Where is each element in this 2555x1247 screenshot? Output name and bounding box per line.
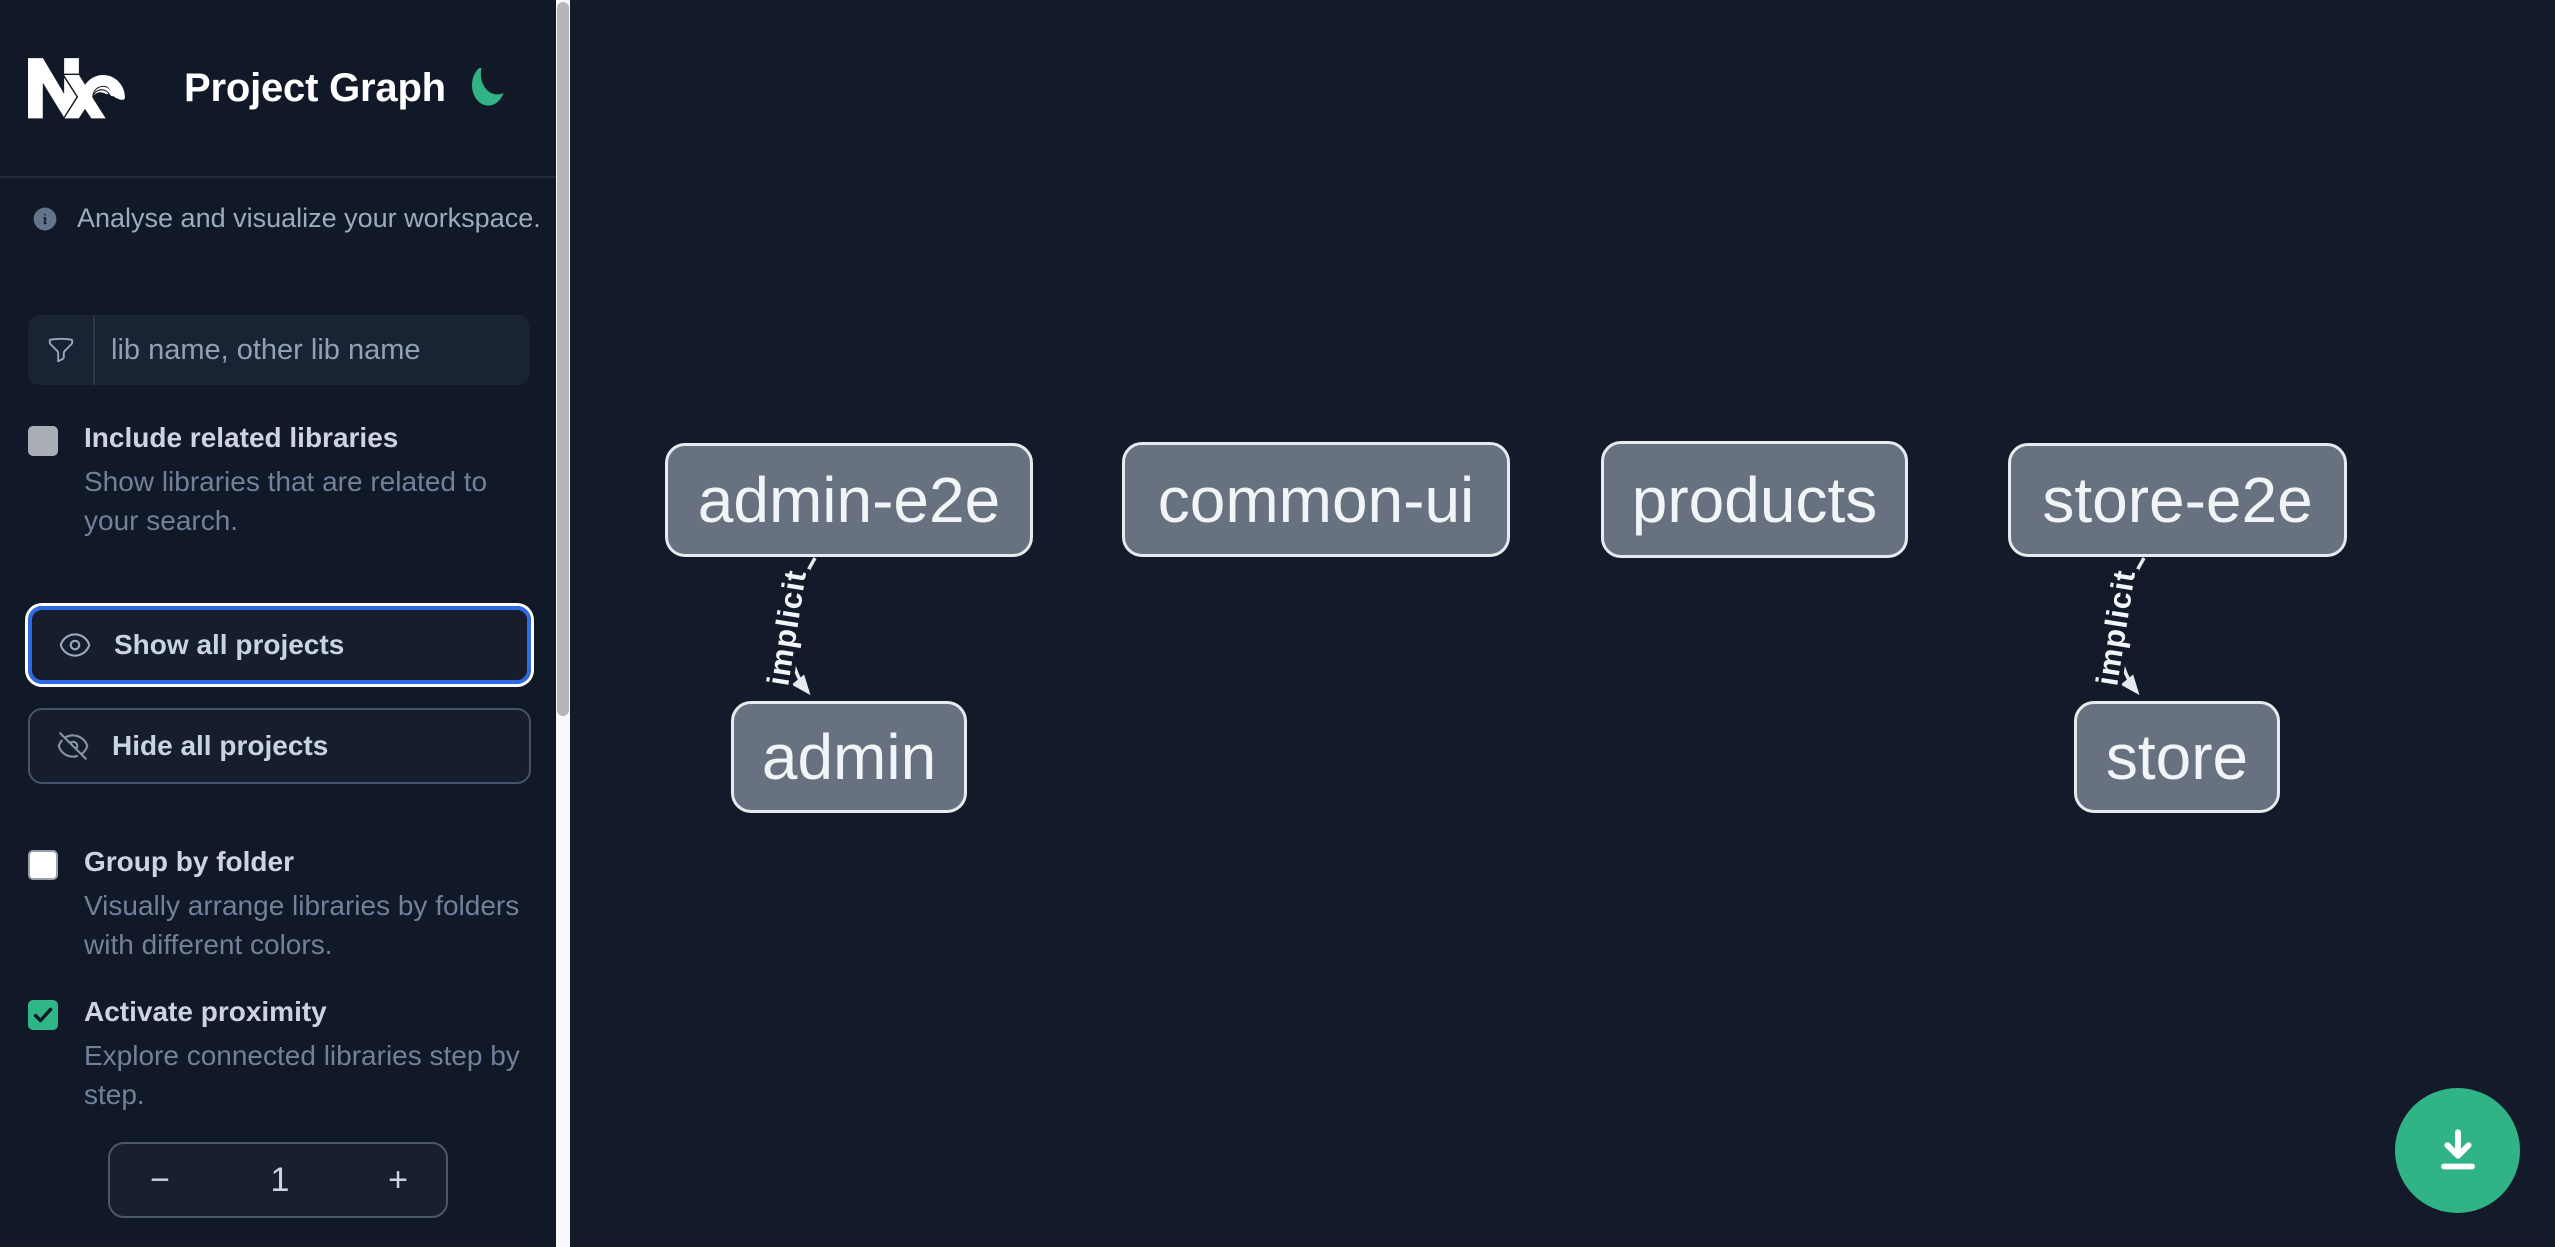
graph-node-common-ui[interactable]: common-ui xyxy=(1122,442,1510,557)
download-icon xyxy=(2440,1128,2475,1169)
page-title: Project Graph xyxy=(184,66,446,110)
include-related-label: Include related libraries xyxy=(84,422,399,453)
workspace-tagline: Analyse and visualize your workspace. xyxy=(31,203,541,234)
edge-label-implicit: implicit xyxy=(760,567,813,688)
graph-node-label: products xyxy=(1631,463,1878,536)
sidebar-header: Project Graph xyxy=(0,0,556,178)
activate-proximity-checkbox[interactable] xyxy=(28,1000,58,1030)
graph-node-admin-e2e[interactable]: admin-e2e xyxy=(665,443,1033,557)
include-related-checkbox[interactable] xyxy=(28,426,58,456)
tagline-text: Analyse and visualize your workspace. xyxy=(77,203,541,233)
proximity-decrement-button[interactable]: − xyxy=(110,1144,210,1216)
show-all-projects-label: Show all projects xyxy=(114,629,345,660)
graph-node-admin[interactable]: admin xyxy=(731,701,967,813)
eye-slash-icon xyxy=(57,732,89,760)
graph-node-label: admin-e2e xyxy=(697,464,1001,536)
sidebar: Project Graph Analyse and visualize your… xyxy=(0,0,556,1247)
library-filter-input[interactable] xyxy=(95,315,530,385)
proximity-depth-stepper: − 1 + xyxy=(108,1142,448,1218)
graph-node-label: common-ui xyxy=(1157,463,1475,536)
sidebar-scrollbar-track xyxy=(556,0,570,1247)
graph-node-label: admin xyxy=(761,721,937,793)
graph-node-products[interactable]: products xyxy=(1601,441,1908,558)
show-all-projects-button[interactable]: Show all projects xyxy=(28,606,531,684)
eye-icon xyxy=(59,633,91,657)
graph-node-label: store-e2e xyxy=(2042,464,2313,536)
check-icon xyxy=(33,1007,53,1023)
nx-logo xyxy=(28,58,125,119)
hide-all-projects-button[interactable]: Hide all projects xyxy=(28,708,531,784)
edge-admin-e2e-to-admin[interactable]: implicit xyxy=(756,557,818,696)
edge-store-e2e-to-store[interactable]: implicit xyxy=(2085,557,2147,696)
proximity-depth-value: 1 xyxy=(270,1160,290,1199)
graph-node-store-e2e[interactable]: store-e2e xyxy=(2008,443,2347,557)
edge-label-implicit: implicit xyxy=(2089,567,2142,688)
activate-proximity-description: Explore connected libraries step by step… xyxy=(84,1040,520,1110)
group-by-folder-description: Visually arrange libraries by folders wi… xyxy=(84,890,520,960)
hide-all-projects-label: Hide all projects xyxy=(112,730,329,761)
sidebar-scrollbar-thumb[interactable] xyxy=(557,2,569,716)
graph-node-label: store xyxy=(2105,721,2249,793)
group-by-folder-checkbox[interactable] xyxy=(28,850,58,880)
download-graph-image-button[interactable] xyxy=(2395,1088,2520,1213)
info-icon xyxy=(33,207,57,230)
group-by-folder-label: Group by folder xyxy=(84,846,294,877)
search-box xyxy=(28,315,530,385)
filter-funnel-icon xyxy=(28,315,95,385)
activate-proximity-label: Activate proximity xyxy=(84,996,327,1027)
moon-icon xyxy=(472,65,504,106)
graph-node-store[interactable]: store xyxy=(2074,701,2280,813)
proximity-increment-button[interactable]: + xyxy=(350,1144,446,1216)
theme-toggle-button[interactable] xyxy=(466,65,510,110)
include-related-description: Show libraries that are related to your … xyxy=(84,466,488,536)
